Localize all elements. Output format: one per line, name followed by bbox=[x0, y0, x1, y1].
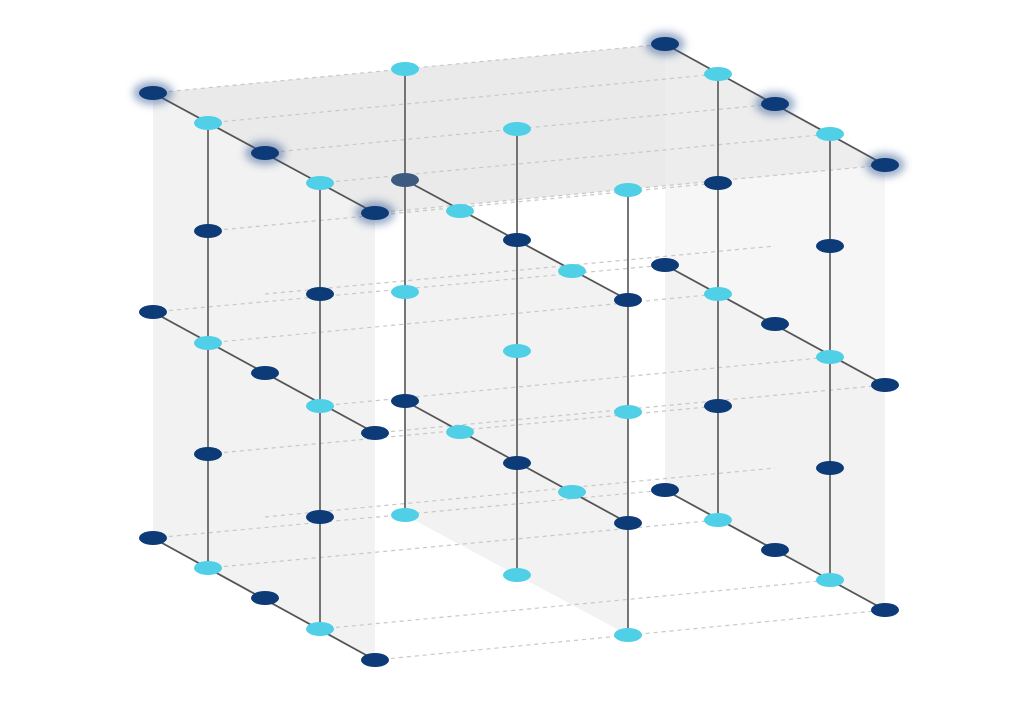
dark-node bbox=[194, 224, 222, 238]
dark-node bbox=[251, 591, 279, 605]
light-node bbox=[194, 561, 222, 575]
dark-node bbox=[704, 399, 732, 413]
light-node bbox=[446, 425, 474, 439]
dark-node bbox=[391, 394, 419, 408]
dark-node bbox=[816, 239, 844, 253]
dashed-line bbox=[319, 579, 831, 630]
light-node bbox=[194, 336, 222, 350]
dark-node bbox=[614, 293, 642, 307]
light-node bbox=[816, 350, 844, 364]
dashed-line bbox=[264, 245, 776, 295]
dark-node bbox=[871, 378, 899, 392]
light-node bbox=[558, 264, 586, 278]
dark-node bbox=[761, 97, 789, 111]
light-node bbox=[614, 405, 642, 419]
dashed-line bbox=[319, 133, 831, 184]
light-node bbox=[503, 122, 531, 136]
light-node bbox=[704, 67, 732, 81]
dark-node bbox=[194, 447, 222, 461]
dark-node bbox=[139, 86, 167, 100]
dashed-line bbox=[207, 73, 719, 124]
dark-node bbox=[816, 461, 844, 475]
dark-node bbox=[503, 233, 531, 247]
light-node bbox=[816, 127, 844, 141]
lattice-nodes bbox=[139, 37, 899, 667]
dark-node bbox=[361, 206, 389, 220]
dark-node bbox=[651, 483, 679, 497]
dark-node bbox=[614, 516, 642, 530]
dark-node bbox=[306, 510, 334, 524]
light-node bbox=[194, 116, 222, 130]
light-node bbox=[614, 628, 642, 642]
dark-node bbox=[139, 531, 167, 545]
light-node bbox=[391, 62, 419, 76]
dashed-line bbox=[264, 467, 776, 518]
light-node bbox=[503, 344, 531, 358]
dark-node bbox=[651, 37, 679, 51]
light-node bbox=[704, 287, 732, 301]
light-node bbox=[306, 399, 334, 413]
dark-node bbox=[361, 653, 389, 667]
dark-node bbox=[306, 287, 334, 301]
dark-node bbox=[503, 456, 531, 470]
dark-node bbox=[761, 317, 789, 331]
light-node bbox=[816, 573, 844, 587]
dark-node bbox=[361, 426, 389, 440]
light-node bbox=[704, 513, 732, 527]
dark-node bbox=[761, 543, 789, 557]
light-node bbox=[558, 485, 586, 499]
light-node bbox=[391, 508, 419, 522]
dark-node bbox=[871, 158, 899, 172]
light-node bbox=[614, 183, 642, 197]
mid-node bbox=[391, 173, 419, 187]
dashed-line bbox=[319, 356, 831, 407]
light-node bbox=[446, 204, 474, 218]
dark-node bbox=[139, 305, 167, 319]
dark-node bbox=[651, 258, 679, 272]
light-node bbox=[503, 568, 531, 582]
dark-node bbox=[704, 176, 732, 190]
light-node bbox=[391, 285, 419, 299]
light-node bbox=[306, 622, 334, 636]
dark-node bbox=[251, 146, 279, 160]
light-node bbox=[306, 176, 334, 190]
dark-node bbox=[871, 603, 899, 617]
dark-node bbox=[251, 366, 279, 380]
